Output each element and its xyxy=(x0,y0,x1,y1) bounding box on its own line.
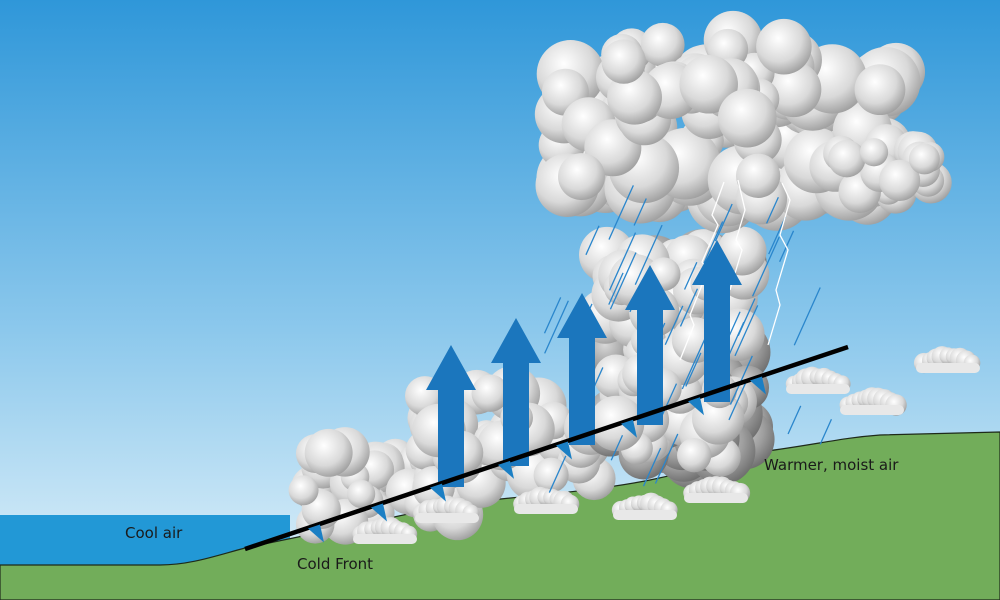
warm-air-label: Warmer, moist air xyxy=(764,456,899,474)
cold-front-label: Cold Front xyxy=(297,555,374,573)
small-cloud xyxy=(611,492,678,520)
rain-streak xyxy=(729,355,753,405)
front-triangle-icon xyxy=(688,397,704,416)
rain-streak xyxy=(608,272,624,305)
rain-streak xyxy=(548,455,567,493)
cold-front-triangles xyxy=(308,376,766,543)
rain-streak xyxy=(544,300,569,354)
rain-streak xyxy=(608,185,634,240)
small-cloud xyxy=(913,346,981,374)
rain-streak xyxy=(683,261,698,290)
up-arrow-icon xyxy=(491,318,541,466)
up-arrow-icon xyxy=(426,345,476,487)
rain-streak xyxy=(654,433,679,484)
rain-streak xyxy=(642,447,662,487)
rain-streak xyxy=(751,236,780,297)
rain-streak xyxy=(633,198,647,226)
front-triangle-icon xyxy=(556,441,572,460)
front-triangle-icon xyxy=(430,483,446,502)
up-arrow-icon xyxy=(625,265,675,425)
rain-streak xyxy=(608,232,637,291)
rain-streak xyxy=(664,305,684,346)
up-arrow-icon xyxy=(692,240,742,402)
small-cloud xyxy=(352,516,418,544)
rising-air-arrows xyxy=(426,240,742,487)
rain-streak xyxy=(685,352,702,387)
rain-streak xyxy=(702,221,724,265)
front-triangle-icon xyxy=(308,524,324,543)
rain-streak xyxy=(609,252,637,310)
small-cloud xyxy=(785,366,851,394)
front-triangle-icon xyxy=(621,419,637,438)
up-arrow-icon xyxy=(557,293,607,445)
rain-streak xyxy=(679,288,699,327)
ground xyxy=(0,431,1000,600)
rain-streak xyxy=(766,196,779,224)
rain-streak xyxy=(543,297,562,334)
front-triangle-icon xyxy=(750,376,766,395)
small-cloud xyxy=(413,495,480,523)
rain-streak xyxy=(634,224,663,285)
small-cloud xyxy=(513,486,580,514)
small-clouds xyxy=(352,346,981,544)
front-triangle-icon xyxy=(498,460,514,479)
small-cloud xyxy=(839,387,907,416)
rain-streak xyxy=(734,305,759,357)
rain-streak xyxy=(819,419,833,445)
rain-streak xyxy=(610,434,624,461)
small-cloud xyxy=(683,476,751,504)
rain-streak xyxy=(787,405,802,435)
rain-streak xyxy=(681,335,707,390)
rain-streak xyxy=(714,203,733,242)
cool-air-mass xyxy=(0,515,290,565)
cold-front-line xyxy=(244,344,849,552)
rain-streak xyxy=(585,225,600,256)
rain-streak xyxy=(768,216,787,255)
front-triangle-icon xyxy=(371,503,387,522)
cool-air-label: Cool air xyxy=(125,524,183,542)
rain-streak xyxy=(793,287,821,346)
rain-streak xyxy=(728,379,748,421)
